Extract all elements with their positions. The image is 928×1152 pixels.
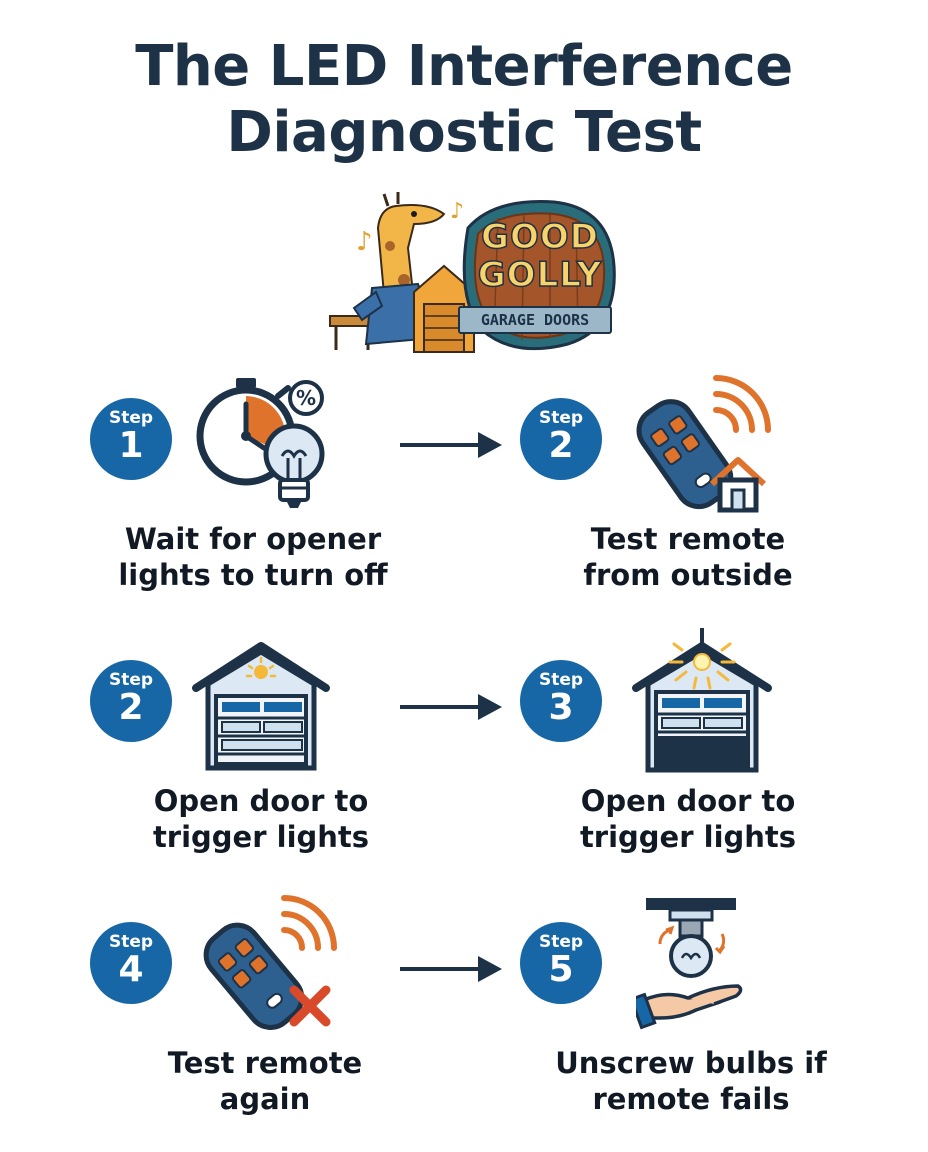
- caption-line: Test remote: [590, 522, 786, 556]
- step-number: 5: [548, 949, 574, 990]
- caption-line: trigger lights: [152, 820, 370, 854]
- title-line-1: The LED Interference: [135, 34, 793, 99]
- caption-line: Wait for opener: [124, 522, 382, 556]
- step-number: 4: [118, 949, 144, 990]
- brand-logo: ♪ ♪ GOOD GOLLY GARAGE DOORS: [318, 188, 618, 366]
- step-label: Step: [538, 670, 584, 690]
- step-number: 2: [548, 425, 574, 466]
- arrow-right-icon: [400, 432, 502, 458]
- step-label: Step: [538, 932, 584, 952]
- caption-line: trigger lights: [579, 820, 797, 854]
- svg-text:♪: ♪: [450, 199, 464, 224]
- step-caption: Test remote from outside: [518, 521, 858, 593]
- step-label: Step: [108, 670, 154, 690]
- step-caption: Test remote again: [95, 1045, 435, 1117]
- page-title: The LED Interference Diagnostic Test: [0, 34, 928, 166]
- logo-subtitle: GARAGE DOORS: [458, 306, 612, 334]
- unscrew-bulb-icon: [636, 898, 743, 1030]
- step-badge-6: Step 5: [520, 922, 602, 1004]
- remote-house-icon: [636, 375, 771, 513]
- arrow-right-icon: [400, 694, 502, 720]
- stopwatch-bulb-icon: %: [196, 378, 325, 508]
- step-number: 3: [548, 687, 574, 728]
- title-line-2: Diagnostic Test: [226, 100, 702, 165]
- caption-line: from outside: [583, 558, 793, 592]
- step-label: Step: [538, 408, 584, 428]
- fail-x-icon: [289, 985, 331, 1027]
- step-badge-5: Step 4: [90, 922, 172, 1004]
- arrow-right-icon: [400, 956, 502, 982]
- step-caption: Open door to trigger lights: [91, 783, 431, 855]
- step-badge-4: Step 3: [520, 660, 602, 742]
- step-number: 2: [118, 687, 144, 728]
- caption-line: again: [219, 1082, 311, 1116]
- step-caption: Wait for opener lights to turn off: [83, 521, 423, 593]
- svg-text:%: %: [296, 386, 316, 410]
- caption-line: Test remote: [167, 1046, 363, 1080]
- step-caption: Unscrew bulbs if remote fails: [521, 1045, 861, 1117]
- logo-line-1: GOOD: [480, 217, 599, 257]
- garage-closed-icon: [192, 642, 330, 771]
- step-badge-1: Step 1: [90, 398, 172, 480]
- garage-lit-icon: [632, 628, 772, 773]
- caption-line: Open door to: [153, 784, 369, 818]
- step-badge-3: Step 2: [90, 660, 172, 742]
- svg-text:♪: ♪: [356, 227, 373, 257]
- caption-line: Open door to: [580, 784, 796, 818]
- step-caption: Open door to trigger lights: [518, 783, 858, 855]
- step-badge-2: Step 2: [520, 398, 602, 480]
- caption-line: lights to turn off: [118, 558, 388, 592]
- logo-line-2: GOLLY: [477, 255, 603, 295]
- remote-fail-icon: [203, 895, 337, 1030]
- caption-line: Unscrew bulbs if: [555, 1046, 827, 1080]
- step-number: 1: [118, 425, 144, 466]
- step-label: Step: [108, 932, 154, 952]
- caption-line: remote fails: [592, 1082, 790, 1116]
- step-label: Step: [108, 408, 154, 428]
